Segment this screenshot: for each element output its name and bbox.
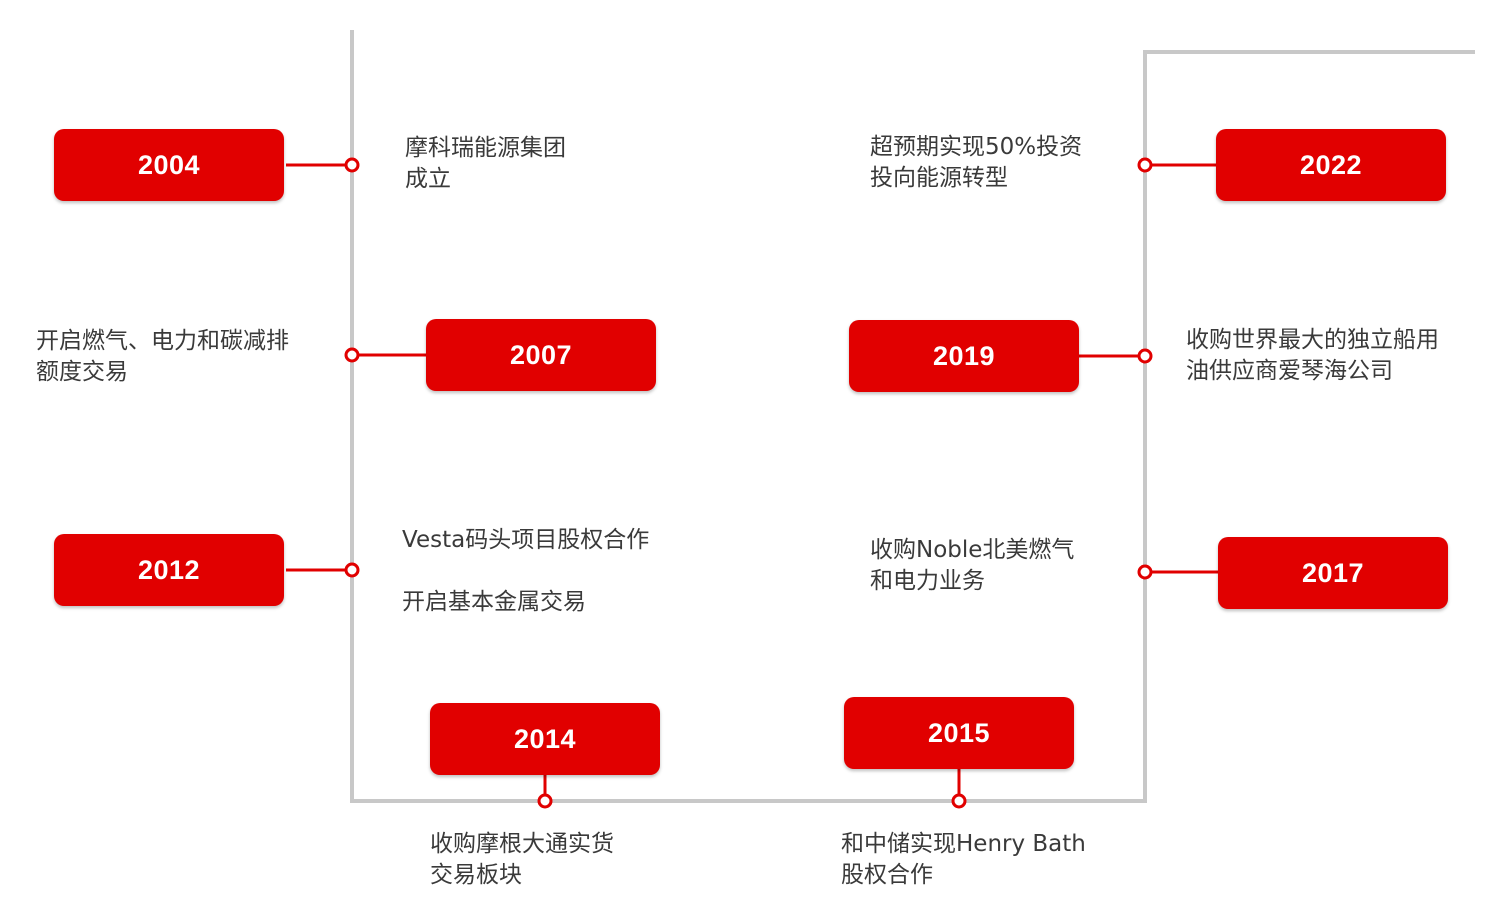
year-box-2022: 2022 — [1216, 129, 1446, 201]
year-box-2017: 2017 — [1218, 537, 1448, 609]
event-text-2022: 超预期实现50%投资 投向能源转型 — [870, 132, 1082, 194]
event-line: 股权合作 — [841, 862, 933, 888]
node-2017 — [1137, 564, 1153, 580]
node-2022 — [1137, 157, 1153, 173]
event-line: 交易板块 — [430, 862, 522, 888]
year-box-2019: 2019 — [849, 320, 1079, 392]
event-line: 和中储实现Henry Bath — [841, 831, 1086, 857]
event-text-2017: 收购Noble北美燃气 和电力业务 — [870, 535, 1074, 597]
node-2012 — [344, 562, 360, 578]
event-line: 成立 — [405, 166, 451, 192]
node-2019 — [1137, 348, 1153, 364]
node-2004 — [344, 157, 360, 173]
year-box-2004: 2004 — [54, 129, 284, 201]
event-text-2012: Vesta码头项目股权合作 开启基本金属交易 — [402, 525, 649, 618]
event-text-2007: 开启燃气、电力和碳减排 额度交易 — [36, 326, 289, 388]
event-line: Vesta码头项目股权合作 — [402, 527, 650, 553]
event-text-2014: 收购摩根大通实货 交易板块 — [430, 829, 614, 891]
event-line: 开启燃气、电力和碳减排 — [36, 328, 289, 354]
event-line: 投向能源转型 — [870, 165, 1008, 191]
event-line: 油供应商爱琴海公司 — [1186, 358, 1393, 384]
event-line: 超预期实现50%投资 — [870, 134, 1083, 160]
event-line: 摩科瑞能源集团 — [405, 135, 566, 161]
event-text-2004: 摩科瑞能源集团 成立 — [405, 133, 566, 195]
event-line: 和电力业务 — [870, 568, 985, 594]
event-text-2015: 和中储实现Henry Bath 股权合作 — [841, 829, 1086, 891]
event-line: 收购世界最大的独立船用 — [1186, 327, 1439, 353]
event-line: 额度交易 — [36, 359, 128, 385]
node-2015 — [951, 793, 967, 809]
year-box-2007: 2007 — [426, 319, 656, 391]
timeline-main-path — [350, 30, 1475, 803]
node-2014 — [537, 793, 553, 809]
year-box-2015: 2015 — [844, 697, 1074, 769]
event-text-2019: 收购世界最大的独立船用 油供应商爱琴海公司 — [1186, 325, 1439, 387]
year-box-2012: 2012 — [54, 534, 284, 606]
year-box-2014: 2014 — [430, 703, 660, 775]
event-line: 收购Noble北美燃气 — [870, 537, 1075, 563]
event-line: 开启基本金属交易 — [402, 589, 586, 615]
node-2007 — [344, 347, 360, 363]
event-line: 收购摩根大通实货 — [430, 831, 614, 857]
